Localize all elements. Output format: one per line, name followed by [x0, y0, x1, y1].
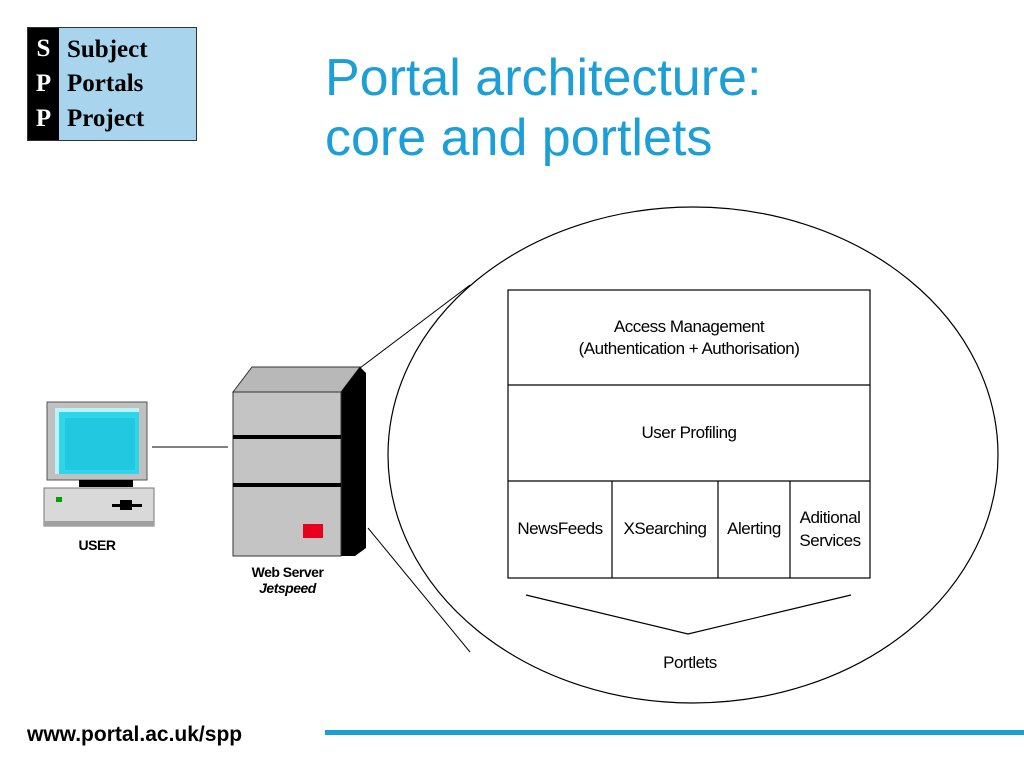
access-management-detail: (Authentication + Authorisation)	[578, 339, 800, 358]
spp-logo: S P P Subject Portals Project	[27, 27, 197, 141]
portal-core-box	[507, 289, 871, 579]
footer-rule	[325, 730, 1024, 735]
user-computer-icon	[43, 401, 155, 527]
logo-letter: S	[36, 35, 51, 63]
portlet-additional-line: Aditional	[799, 508, 861, 527]
access-management-label: Access Management (Authentication + Auth…	[508, 316, 870, 360]
user-profiling-label: User Profiling	[641, 423, 737, 442]
access-management-title: Access Management	[613, 317, 765, 336]
portlet-alerting: Alerting	[727, 519, 781, 538]
portlet-newsfeeds: NewsFeeds	[517, 519, 603, 538]
logo-word: Portals	[67, 70, 144, 98]
logo-letters: S P P	[28, 28, 59, 140]
portlet-xsearching: XSearching	[623, 519, 707, 538]
zoom-callout-line	[367, 527, 471, 653]
logo-letter: P	[35, 104, 52, 132]
server-sublabel: Jetspeed	[259, 580, 316, 596]
web-server-icon	[231, 366, 366, 557]
portlets-brace	[525, 594, 852, 635]
portlet-additional-services: Aditional Services	[790, 506, 870, 552]
logo-word: Subject	[67, 35, 148, 63]
portlets-label: Portlets	[663, 653, 717, 672]
logo-letter: P	[35, 69, 52, 97]
slide-title: Portal architecture: core and portlets	[325, 48, 761, 168]
zoom-callout-line	[359, 284, 471, 369]
logo-word: Project	[67, 105, 145, 133]
slide-title-line: core and portlets	[325, 109, 713, 167]
footer-url: www.portal.ac.uk/spp	[27, 723, 243, 746]
portlet-additional-line: Services	[799, 531, 861, 550]
server-label: Web Server	[251, 564, 324, 580]
logo-words: Subject Portals Project	[59, 28, 196, 140]
slide-title-line: Portal architecture:	[325, 49, 762, 107]
user-label: USER	[78, 537, 116, 553]
